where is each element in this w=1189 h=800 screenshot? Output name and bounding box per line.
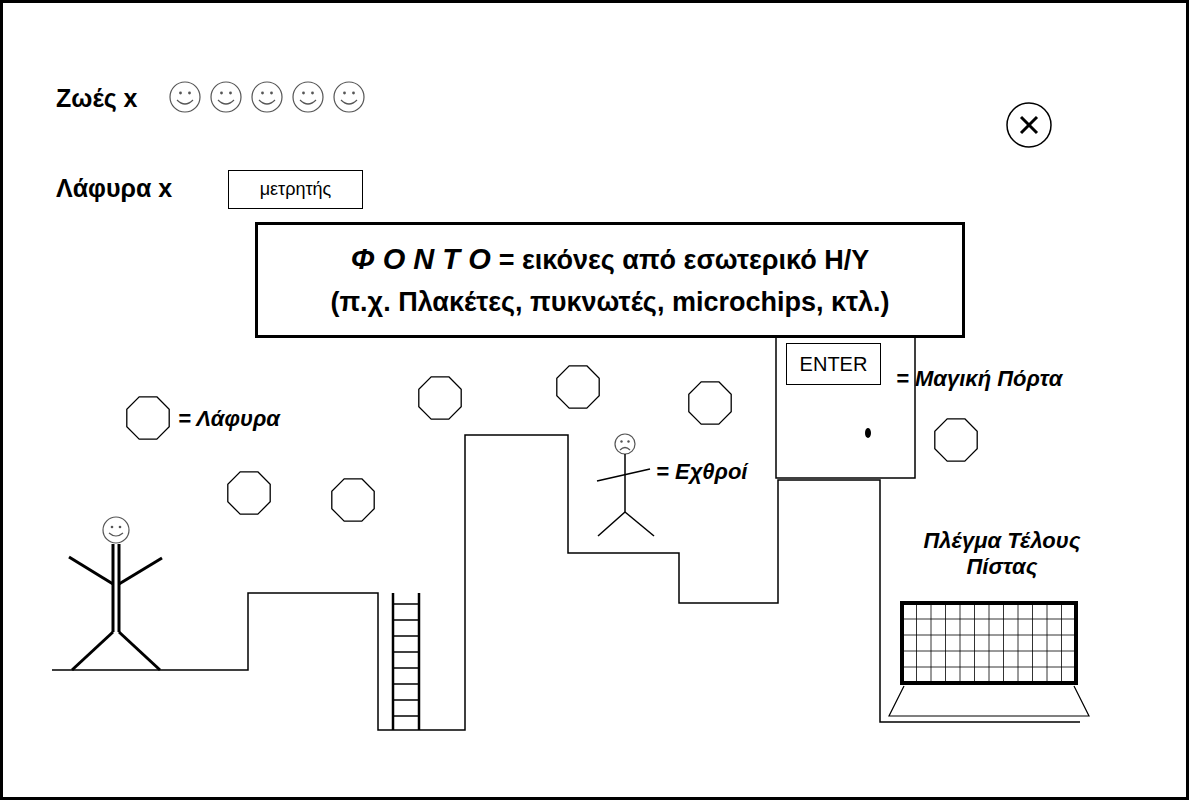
background-note-box: Φ Ο Ν Τ Ο = εικόνες από εσωτερικό Η/Υ (π.χ… <box>255 222 965 338</box>
player-figure <box>69 517 162 670</box>
text-line: Φ Ο Ν Τ Ο = εικόνες από εσωτερικό Η/Υ <box>351 238 869 282</box>
loot-label: Λάφυρα x <box>56 173 172 203</box>
end-grid-label: Πλέγμα Τέλους Πίστας <box>912 528 1092 581</box>
text-line: ENTER <box>800 349 868 379</box>
box-text: Φ Ο Ν Τ Ο <box>351 243 491 275</box>
door-legend-label: = Μαγική Πόρτα <box>896 366 1062 392</box>
enemy-figure <box>597 434 654 536</box>
ladder <box>393 593 419 730</box>
enter-sign: ENTER <box>786 343 881 385</box>
box-text: ENTER <box>800 353 868 375</box>
enemy-legend-label: = Εχθροί <box>656 459 747 485</box>
magic-door <box>776 335 915 478</box>
loot-legend-label: = Λάφυρα <box>178 406 280 432</box>
end-grid-laptop <box>889 603 1089 716</box>
counter-box: μετρητής <box>228 170 363 209</box>
text-line: (π.χ. Πλακέτες, πυκνωτές, microchips, κτ… <box>330 282 889 323</box>
text-line: μετρητής <box>260 176 332 203</box>
lives-label: Ζωές x <box>56 83 138 113</box>
platform-outline <box>52 435 1080 730</box>
life-icons <box>170 82 364 112</box>
box-text: μετρητής <box>260 179 332 199</box>
close-button <box>1007 103 1051 147</box>
box-text: = εικόνες από εσωτερικό Η/Υ <box>499 245 869 275</box>
box-text: (π.χ. Πλακέτες, πυκνωτές, microchips, κτ… <box>330 287 889 317</box>
